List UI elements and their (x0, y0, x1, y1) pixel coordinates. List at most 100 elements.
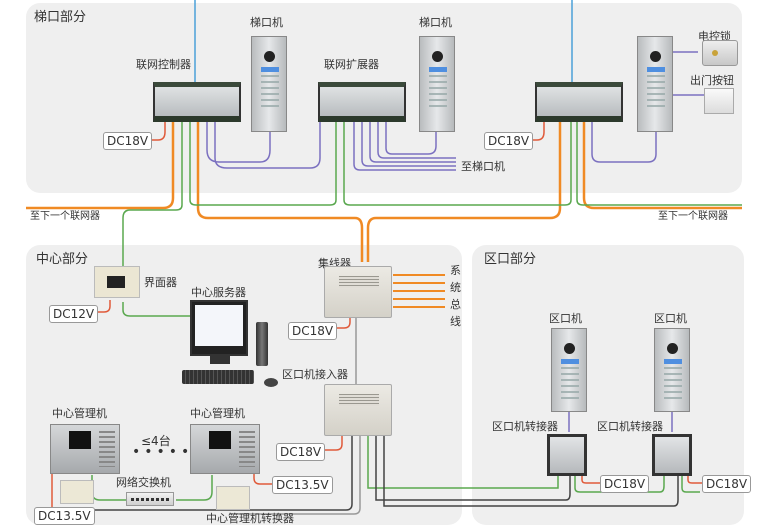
controller-power-label: DC18V (103, 132, 153, 150)
network-wire (367, 436, 559, 489)
zone-unit-2-label: 区口机 (654, 312, 687, 325)
network-controller-device (153, 82, 241, 122)
manager-screen (69, 431, 91, 449)
interface-unit-label: 界面器 (144, 276, 177, 289)
stair-door-unit-1 (251, 36, 287, 132)
manager-keypad (239, 431, 255, 467)
to-stair-units-label: 至梯口机 (461, 160, 505, 173)
keypad (429, 75, 447, 107)
mouse-device (264, 378, 278, 387)
exit-button-device (704, 88, 734, 114)
power-wire (581, 476, 600, 484)
stair-wire (591, 122, 657, 163)
server-monitor (190, 300, 248, 356)
network-wire (576, 122, 742, 206)
keyboard-device (182, 370, 254, 384)
system-bus-char-1: 系 (450, 264, 461, 277)
network-switch-device (126, 492, 174, 506)
keypad (261, 75, 279, 107)
system-bus-char-2: 统 (450, 281, 461, 294)
manager-converter-2 (216, 486, 250, 510)
video-wire (230, 436, 361, 515)
hub-power-label: DC18V (288, 322, 338, 340)
stair-wire (353, 122, 456, 171)
network-switch-label: 网络交换机 (116, 476, 171, 489)
stair-wire (361, 122, 456, 167)
zone-converter-1-label: 区口机转接器 (492, 420, 558, 433)
video-wire (90, 436, 353, 511)
server-tower (256, 322, 268, 366)
stair-unit-2-label: 梯口机 (419, 16, 452, 29)
zone-converter-1-device (547, 434, 587, 476)
power-wire (332, 315, 351, 329)
zone-access-label: 区口机接入器 (282, 368, 348, 381)
video-wire (383, 436, 679, 507)
power-wire (528, 122, 545, 141)
monitor-screen (195, 305, 243, 346)
network-extender-label: 联网扩展器 (324, 58, 379, 71)
bus-wire (582, 122, 742, 210)
electric-lock-label: 电控锁 (698, 30, 731, 43)
stair-wire (377, 122, 456, 159)
monitor-stand (210, 356, 230, 364)
zone-converter-2-label: 区口机转接器 (597, 420, 663, 433)
interface-unit-device (94, 266, 140, 298)
exit-button-label: 出门按钮 (690, 74, 734, 87)
stair-door-unit-2 (419, 36, 455, 132)
manager-2-power-label: DC13.5V (272, 476, 333, 494)
keypad (664, 367, 682, 399)
system-bus-char-4: 线 (450, 315, 461, 328)
power-wire (687, 476, 702, 484)
stair-wire (369, 122, 456, 163)
zone-access-device (324, 384, 392, 436)
bus-wire (366, 122, 562, 262)
stair-wire (206, 122, 271, 163)
hub-vent (339, 276, 379, 288)
zone-access-power-label: DC18V (276, 443, 326, 461)
zone-door-unit-2 (654, 328, 690, 412)
hub-device (324, 266, 392, 318)
camera-icon (264, 51, 275, 62)
network-extender-device (318, 82, 406, 122)
bus-wire (196, 122, 364, 262)
center-server-label: 中心服务器 (191, 286, 246, 299)
interface-power-label: DC12V (49, 305, 99, 323)
ellipsis-dots: •••••• (132, 444, 206, 460)
power-wire (93, 300, 111, 313)
power-wire (253, 470, 272, 485)
electric-lock-device (702, 40, 738, 66)
zone-converter-2-device (652, 434, 692, 476)
zone-door-unit-1 (551, 328, 587, 412)
camera-icon (564, 343, 575, 354)
interface-screen (107, 276, 125, 288)
power-wire (324, 436, 343, 451)
stair-wire (214, 122, 321, 169)
camera-icon (667, 343, 678, 354)
stair-unit-1-label: 梯口机 (250, 16, 283, 29)
to-next-network-right-label: 至下一个联网器 (658, 211, 728, 222)
network-wire (681, 476, 700, 493)
keypad (647, 75, 665, 107)
to-next-network-left-label: 至下一个联网器 (30, 211, 100, 222)
stairway-section-title: 梯口部分 (34, 10, 87, 25)
access-vent (339, 394, 379, 406)
max-count-label: ≤4台 (141, 434, 171, 448)
manager-screen (209, 431, 231, 449)
zone-converter-2-power-label: DC18V (702, 475, 752, 493)
network-controller-label: 联网控制器 (136, 58, 191, 71)
manager-1-power-label: DC13.5V (34, 507, 95, 525)
network-wire (122, 122, 183, 270)
video-wire (375, 436, 571, 501)
lock-knob-icon (712, 50, 718, 56)
lcd-display (261, 67, 279, 72)
system-bus-char-3: 总 (450, 298, 461, 311)
center-section-title: 中心部分 (36, 252, 89, 267)
right-controller-power-label: DC18V (484, 132, 534, 150)
zone-section-title: 区口部分 (484, 252, 537, 267)
lcd-display (647, 67, 665, 72)
network-wire (343, 122, 572, 206)
center-manager-2-label: 中心管理机 (190, 407, 245, 420)
stair-door-unit-3 (637, 36, 673, 132)
switch-ports (131, 498, 169, 501)
